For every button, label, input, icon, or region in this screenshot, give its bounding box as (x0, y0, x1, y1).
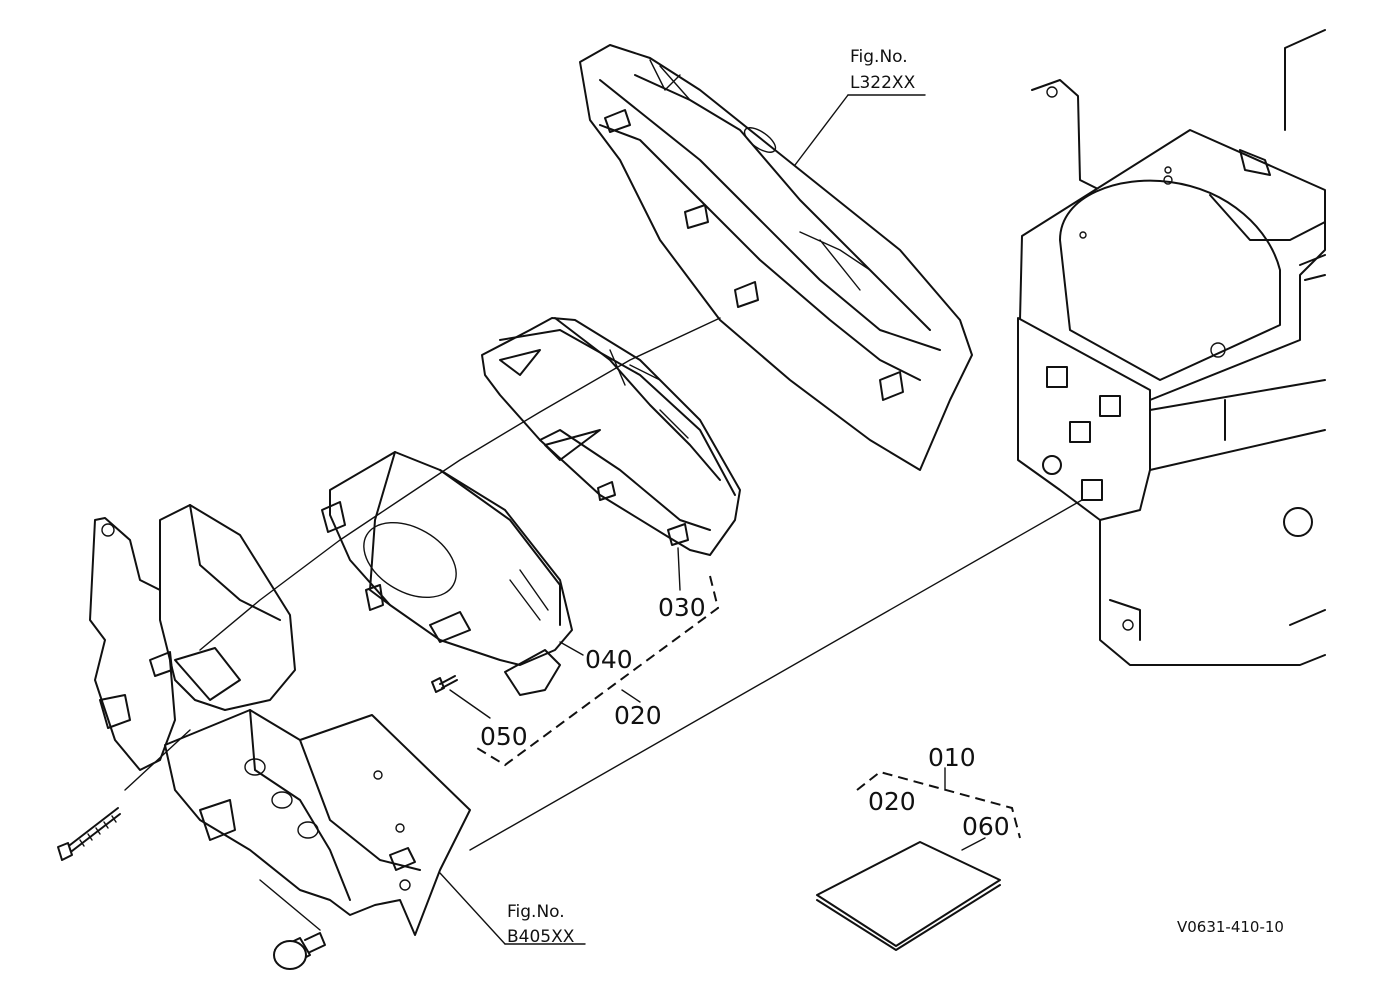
drawing-code: V0631-410-10 (1177, 918, 1284, 936)
part-label-040: 040 (585, 645, 633, 674)
part-label-020-sub: 020 (868, 787, 916, 816)
decal-sheet-060 (816, 841, 1001, 951)
part-label-030: 030 (658, 593, 706, 622)
leader-060 (961, 837, 986, 851)
leader-050 (449, 689, 491, 719)
meter-case-030 (481, 317, 741, 556)
lower-bracket (164, 709, 471, 936)
knob-bolt (273, 932, 326, 970)
assembly-leader-lines (124, 317, 1083, 931)
mounting-bracket (89, 504, 296, 771)
fig-ref-l322-line2: L322XX (850, 73, 916, 93)
leader-040 (559, 641, 584, 656)
steering-column-frame (1017, 29, 1326, 666)
fig-ref-l322-line1: Fig.No. (850, 47, 908, 67)
screw-050 (431, 675, 458, 693)
kit-bracket-020 (476, 575, 720, 767)
leader-030 (677, 547, 681, 591)
long-bolt (57, 807, 121, 861)
meter-assembly-040 (321, 451, 573, 696)
leader-020 (621, 689, 641, 703)
meter-panel-cover (579, 44, 973, 471)
part-label-020-kit: 020 (614, 701, 662, 730)
fig-ref-b405-line2: B405XX (507, 927, 575, 947)
part-label-010: 010 (928, 743, 976, 772)
kit-bracket-010 (856, 770, 1021, 839)
leader-fig-b405 (439, 872, 506, 945)
part-label-050: 050 (480, 722, 528, 751)
part-label-060: 060 (962, 812, 1010, 841)
fig-ref-b405-line1: Fig.No. (507, 902, 565, 922)
leader-fig-l322 (794, 94, 849, 166)
